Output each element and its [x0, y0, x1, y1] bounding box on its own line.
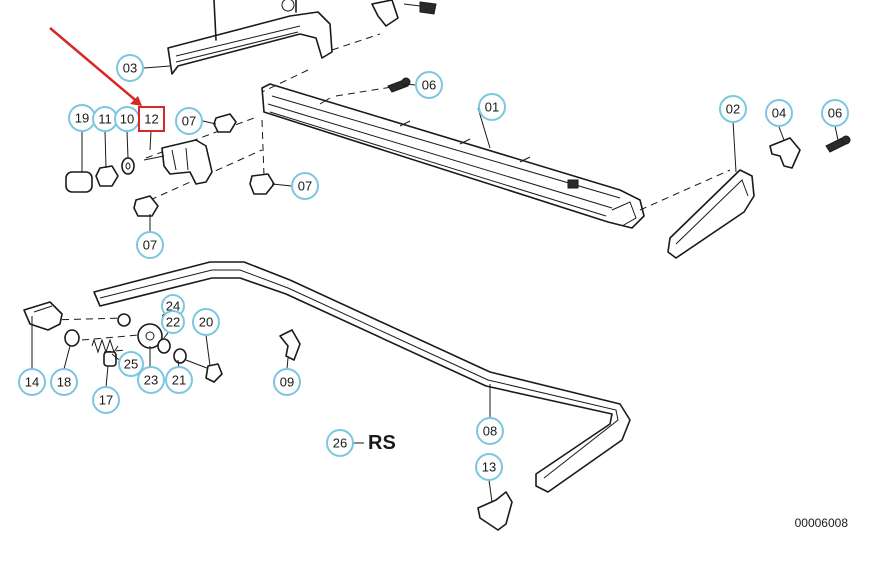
svg-text:07: 07 — [298, 179, 312, 194]
callout-23: 23 — [137, 366, 165, 394]
svg-text:22: 22 — [166, 315, 180, 330]
bracket-13-part — [477, 491, 513, 531]
callout-26: 26 — [326, 429, 354, 457]
washer-10-part — [121, 157, 135, 175]
svg-text:14: 14 — [25, 375, 39, 390]
pin-17-part — [103, 351, 117, 367]
svg-text:20: 20 — [199, 315, 213, 330]
svg-text:09: 09 — [280, 375, 294, 390]
clip-09-part — [279, 329, 301, 361]
callout-02: 02 — [719, 95, 747, 123]
washer-22-part — [157, 338, 171, 354]
svg-text:17: 17 — [99, 393, 113, 408]
nut-11-part — [95, 165, 119, 187]
callout-21: 21 — [165, 366, 193, 394]
highlight-arrow — [49, 27, 142, 106]
svg-text:06: 06 — [422, 78, 436, 93]
callout-25: 25 — [118, 351, 144, 377]
main-rail-part — [261, 83, 645, 229]
callout-06-upper: 06 — [415, 71, 443, 99]
callout-04: 04 — [765, 99, 793, 127]
callout-19: 19 — [68, 104, 96, 132]
svg-text:24: 24 — [166, 299, 180, 314]
washer-21-part — [173, 348, 187, 364]
svg-text:18: 18 — [57, 375, 71, 390]
leader-lines — [31, 65, 839, 503]
upper-bracket-part — [167, 0, 333, 75]
mount-block-part — [143, 139, 213, 185]
svg-text:26: 26 — [333, 436, 347, 451]
bushing-18-part — [64, 329, 80, 347]
callout-10: 10 — [114, 106, 140, 132]
nut-07-a — [213, 113, 237, 133]
callout-03: 03 — [116, 54, 144, 82]
spring-25-part — [91, 338, 119, 354]
callout-11: 11 — [92, 106, 118, 132]
bolt-20-part — [185, 359, 223, 383]
callout-06-right: 06 — [821, 99, 849, 127]
svg-text:11: 11 — [98, 112, 112, 127]
svg-text:13: 13 — [482, 460, 496, 475]
svg-text:23: 23 — [144, 373, 158, 388]
nut-24-part — [117, 313, 131, 327]
callout-22: 22 — [161, 310, 185, 334]
screw-06-upper — [387, 77, 411, 93]
callout-18: 18 — [50, 368, 78, 396]
svg-text:12: 12 — [144, 112, 158, 127]
side-marker-label: RS — [368, 432, 396, 454]
svg-text:25: 25 — [124, 357, 138, 372]
callout-17: 17 — [92, 386, 120, 414]
svg-text:08: 08 — [483, 424, 497, 439]
svg-text:10: 10 — [120, 112, 134, 127]
nut-07-b — [249, 173, 275, 195]
svg-text:07: 07 — [143, 238, 157, 253]
callout-01: 01 — [478, 93, 506, 121]
seal-frame-08-part — [93, 261, 631, 493]
svg-text:04: 04 — [772, 106, 786, 121]
cap-19-part — [65, 171, 93, 193]
assembly-lines — [49, 33, 731, 353]
callout-08: 08 — [476, 417, 504, 445]
callout-13: 13 — [475, 453, 503, 481]
svg-text:07: 07 — [182, 114, 196, 129]
callout-12-highlighted: 12 — [138, 106, 165, 132]
svg-text:03: 03 — [123, 61, 137, 76]
callout-07-b: 07 — [291, 172, 319, 200]
top-clip-part — [371, 0, 437, 27]
nut-07-c — [133, 195, 159, 217]
svg-text:01: 01 — [485, 100, 499, 115]
callout-20: 20 — [192, 308, 220, 336]
svg-text:06: 06 — [828, 106, 842, 121]
latch-14-part — [23, 301, 63, 331]
svg-text:02: 02 — [726, 102, 740, 117]
end-cap-02-part — [667, 169, 755, 259]
callout-07-a: 07 — [175, 107, 203, 135]
figure-code: 00006008 — [795, 516, 849, 530]
svg-text:19: 19 — [75, 111, 89, 126]
screw-06-right — [825, 135, 851, 153]
callout-14: 14 — [18, 368, 46, 396]
clip-04-part — [769, 137, 801, 169]
callout-09: 09 — [273, 368, 301, 396]
callout-07-c: 07 — [136, 231, 164, 259]
svg-text:21: 21 — [172, 373, 186, 388]
